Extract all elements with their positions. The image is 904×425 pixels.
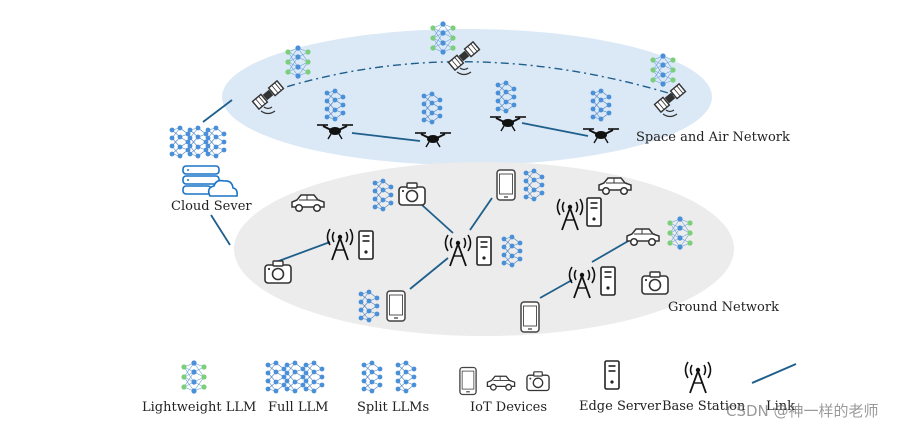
- camera-icon: [398, 182, 426, 206]
- camera-icon: [264, 260, 292, 284]
- full-llm-icon: [169, 125, 227, 159]
- phone-icon: [386, 290, 406, 322]
- legend-link-icon: [751, 363, 797, 384]
- cloud-server-icon: [182, 165, 238, 197]
- link-right-bs-car: [591, 239, 631, 263]
- satellite-orbit: [269, 61, 676, 96]
- watermark: CSDN @神一样的老师: [726, 402, 879, 420]
- links: [202, 99, 631, 299]
- link-drone3-drone4: [521, 122, 589, 137]
- camera-icon: [641, 271, 669, 295]
- edge-server-icon: [358, 230, 374, 260]
- link-phone-center: [469, 197, 493, 231]
- legend-full-llm-icon: [265, 360, 325, 394]
- link-camera-center: [421, 204, 454, 234]
- phone-icon: [496, 169, 516, 201]
- link-center-lowphone: [409, 257, 449, 290]
- link-right-bs-phone: [539, 279, 573, 299]
- space-air-network-label: Space and Air Network: [636, 130, 790, 145]
- legend-full-llm-label: Full LLM: [268, 400, 329, 415]
- legend-split-llms-icon: [361, 360, 417, 394]
- legend-base-station-label: Base Station: [662, 399, 746, 414]
- cloud-server: [169, 125, 238, 197]
- link-cloud-ground: [210, 214, 231, 246]
- edge-server-icon: [476, 236, 492, 266]
- link-drone1-drone2: [351, 132, 421, 142]
- phone-icon: [520, 301, 540, 333]
- cloud-server-label: Cloud Sever: [171, 199, 252, 214]
- edge-server-icon: [586, 197, 602, 227]
- legend-edge-server-icon: [604, 360, 620, 390]
- legend-lightweight-llm-icon: [180, 359, 208, 395]
- edge-server-icon: [600, 266, 616, 296]
- legend-edge-server-label: Edge Server: [579, 399, 662, 414]
- legend-iot-devices-label: IoT Devices: [470, 400, 548, 415]
- link-cloud-space: [202, 99, 233, 123]
- legend-base-station-icon: [684, 361, 712, 394]
- link-bs-left: [275, 241, 331, 263]
- legend-lightweight-llm-label: Lightweight LLM: [142, 400, 257, 415]
- legend-link-label: Link: [766, 399, 796, 414]
- legend-split-llms-label: Split LLMs: [357, 400, 430, 415]
- ground-network-label: Ground Network: [668, 300, 779, 315]
- legend-iot-devices-icon: [459, 366, 550, 396]
